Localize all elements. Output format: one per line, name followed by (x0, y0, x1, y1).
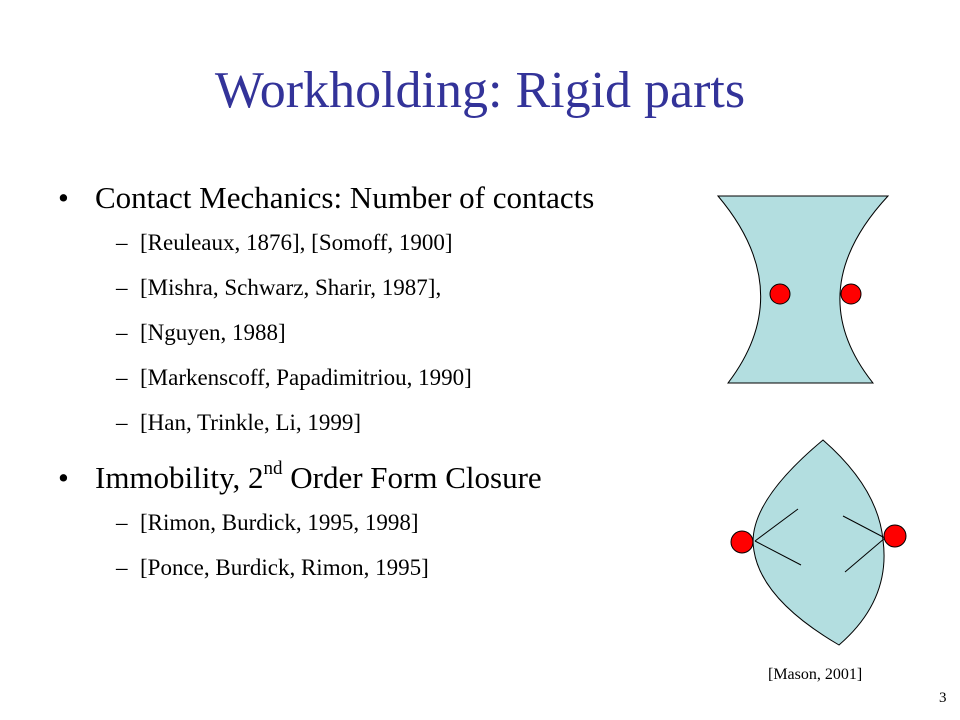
bullet-contact-mechanics: • Contact Mechanics: Number of contacts (58, 178, 718, 218)
dash-glyph: – (116, 555, 128, 580)
lens-shape (752, 439, 885, 646)
bullet-text-after: Order Form Closure (282, 460, 542, 495)
hourglass-figure (716, 195, 890, 384)
sub-item: – [Ponce, Burdick, Rimon, 1995] (58, 553, 718, 583)
normal-line (754, 508, 799, 542)
sub-item: – [Nguyen, 1988] (58, 318, 718, 348)
contact-point-left (769, 283, 791, 305)
citation-text: [Reuleaux, 1876], [Somoff, 1900] (140, 230, 453, 255)
bullet-text-before: Immobility, 2 (95, 460, 264, 495)
dash-glyph: – (116, 510, 128, 535)
bullet-list: • Contact Mechanics: Number of contacts … (58, 178, 718, 583)
contact-point-left (730, 530, 754, 554)
sub-item: – [Mishra, Schwarz, Sharir, 1987], (58, 273, 718, 303)
citation-text: [Markenscoff, Papadimitriou, 1990] (140, 365, 472, 390)
contact-point-right (883, 524, 907, 548)
sub-item: – [Rimon, Burdick, 1995, 1998] (58, 508, 718, 538)
slide-title: Workholding: Rigid parts (214, 62, 746, 119)
lens-figure (730, 439, 907, 646)
ordinal-superscript: nd (263, 458, 283, 479)
page-number: 3 (939, 690, 947, 706)
figure-credit: [Mason, 2001] (768, 666, 863, 683)
dash-glyph: – (116, 275, 128, 300)
dash-glyph: – (116, 320, 128, 345)
sub-item: – [Markenscoff, Papadimitriou, 1990] (58, 363, 718, 393)
hourglass-shape (716, 195, 890, 384)
citation-text: [Nguyen, 1988] (140, 320, 286, 345)
sub-item: – [Han, Trinkle, Li, 1999] (58, 408, 718, 438)
bullet-immobility: • Immobility, 2nd Order Form Closure (58, 458, 718, 498)
bullet-text: Contact Mechanics: Number of contacts (95, 180, 595, 215)
bullet-dot: • (58, 180, 69, 215)
citation-text: [Rimon, Burdick, 1995, 1998] (140, 510, 419, 535)
contact-point-right (840, 283, 862, 305)
dash-glyph: – (116, 230, 128, 255)
normal-line (842, 515, 886, 539)
bullet-dot: • (58, 460, 69, 495)
dash-glyph: – (116, 365, 128, 390)
sub-item: – [Reuleaux, 1876], [Somoff, 1900] (58, 228, 718, 258)
normal-line (844, 537, 886, 573)
citation-text: [Ponce, Burdick, Rimon, 1995] (140, 555, 429, 580)
citation-text: [Mishra, Schwarz, Sharir, 1987], (140, 275, 442, 300)
normal-line (754, 540, 802, 566)
citation-text: [Han, Trinkle, Li, 1999] (140, 410, 362, 435)
dash-glyph: – (116, 410, 128, 435)
